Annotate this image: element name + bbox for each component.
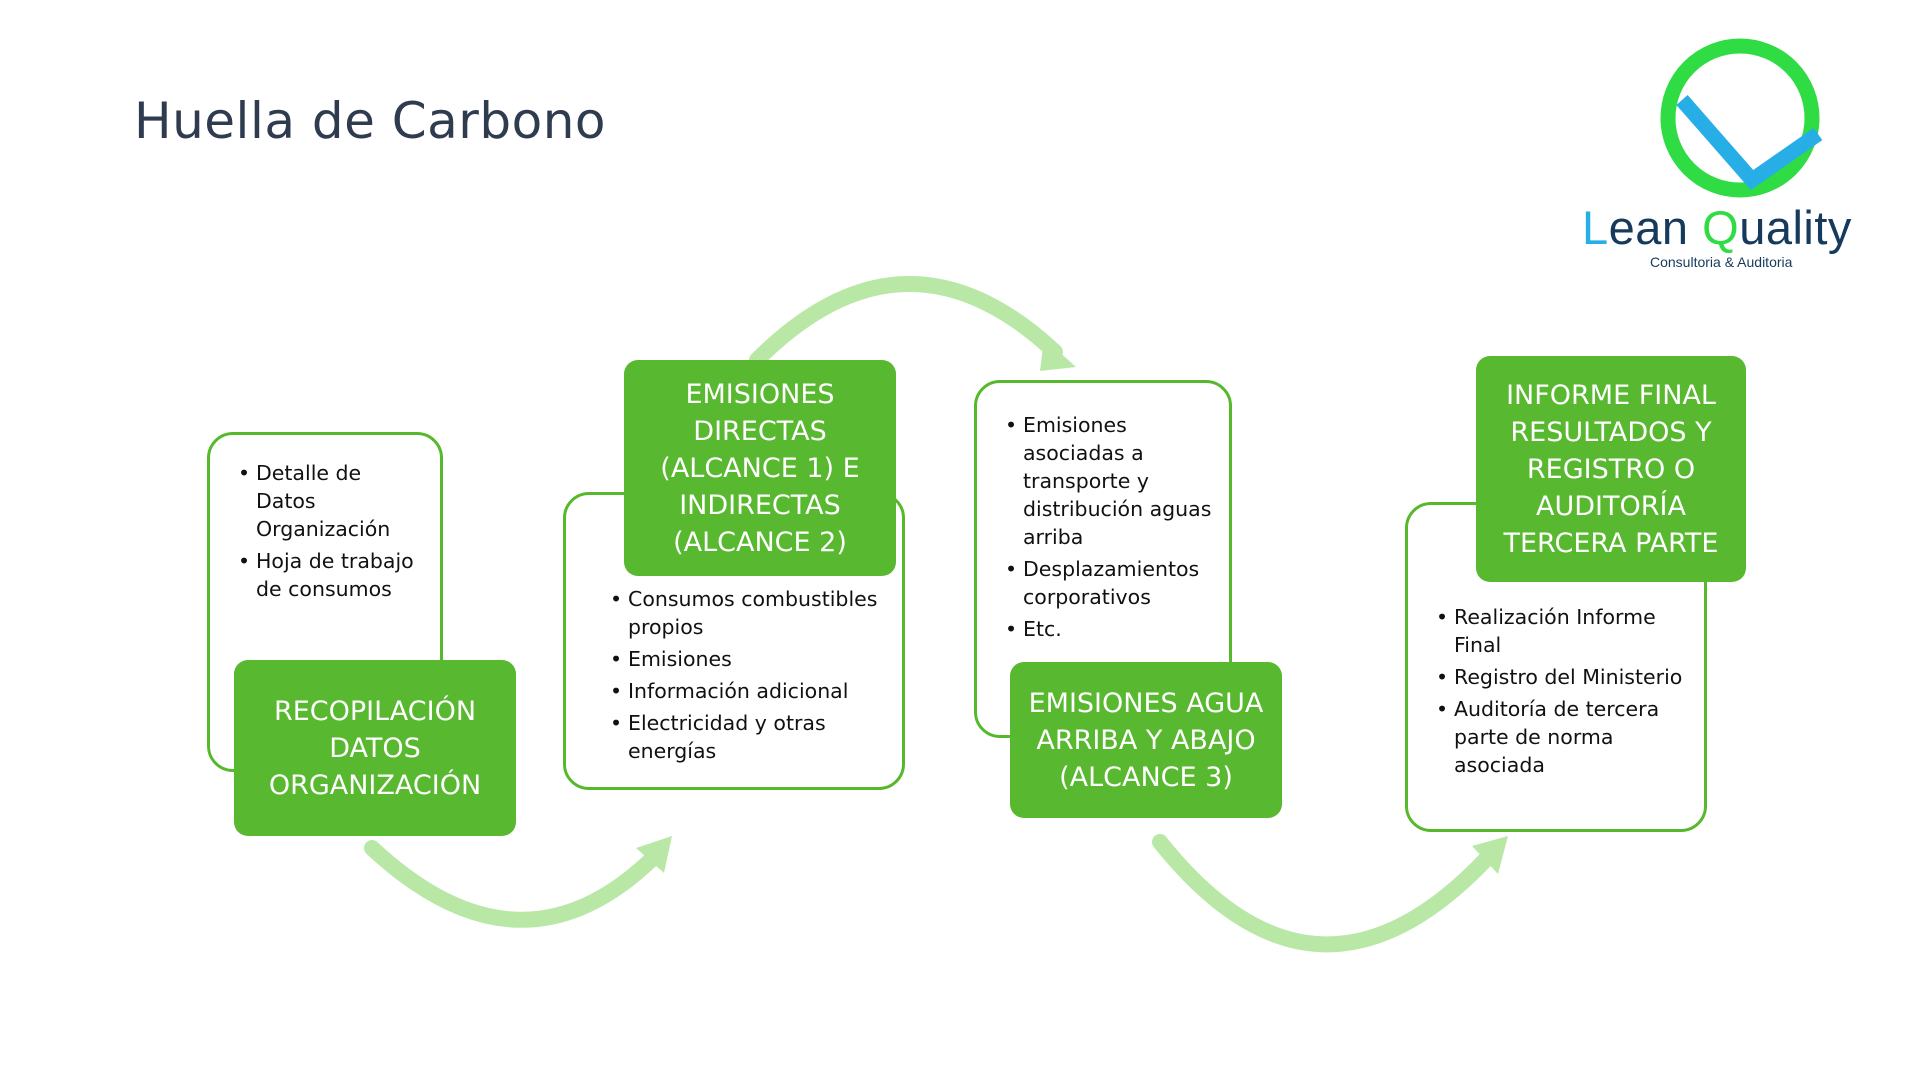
step3-heading-box: EMISIONES AGUA ARRIBA Y ABAJO (ALCANCE 3… <box>1010 662 1282 818</box>
step3-bullet: Emisiones asociadas a transporte y distr… <box>1005 411 1219 551</box>
step1-heading: RECOPILACIÓN DATOS ORGANIZACIÓN <box>268 695 482 801</box>
step1-bullet-list: Detalle de Datos Organización Hoja de tr… <box>238 459 424 603</box>
step2-heading: EMISIONES DIRECTAS (ALCANCE 1) E INDIREC… <box>660 378 860 558</box>
step4-bullet-list: Realización Informe Final Registro del M… <box>1436 603 1694 779</box>
step2-heading-box: EMISIONES DIRECTAS (ALCANCE 1) E INDIREC… <box>624 360 896 576</box>
step4-bullet: Realización Informe Final <box>1436 603 1694 659</box>
step3-bullet-list: Emisiones asociadas a transporte y distr… <box>1005 411 1219 643</box>
arrow-step2-to-step3 <box>749 276 1063 368</box>
step1-heading-box: RECOPILACIÓN DATOS ORGANIZACIÓN <box>234 660 516 836</box>
step3-heading: EMISIONES AGUA ARRIBA Y ABAJO (ALCANCE 3… <box>1028 687 1264 793</box>
step1-bullet: Hoja de trabajo de consumos <box>238 547 424 603</box>
arrowhead-2 <box>1040 338 1076 371</box>
arrowhead-3 <box>1472 836 1508 874</box>
step1-bullet: Detalle de Datos Organización <box>238 459 424 543</box>
arrowhead-1 <box>636 836 672 873</box>
step3-bullet: Etc. <box>1005 615 1219 643</box>
step4-heading: INFORME FINAL RESULTADOS Y REGISTRO O AU… <box>1503 379 1719 559</box>
step4-bullet: Registro del Ministerio <box>1436 663 1694 691</box>
step3-bullet: Desplazamientos corporativos <box>1005 555 1219 611</box>
step2-bullet: Información adicional <box>610 677 886 705</box>
step2-bullet: Electricidad y otras energías <box>610 709 886 765</box>
step4-heading-box: INFORME FINAL RESULTADOS Y REGISTRO O AU… <box>1476 356 1746 582</box>
arrow-step1-to-step2 <box>364 840 664 928</box>
lean-quality-logo <box>1660 38 1823 198</box>
logo-wordmark: Lean Quality <box>1582 201 1852 254</box>
page-title: Huella de Carbono <box>134 92 606 150</box>
arrow-step3-to-step4 <box>1152 834 1498 953</box>
logo-subtitle: Consultoria & Auditoria <box>1650 254 1793 270</box>
step2-bullet-list: Consumos combustibles propios Emisiones … <box>610 585 886 765</box>
step2-bullet: Consumos combustibles propios <box>610 585 886 641</box>
step4-bullet: Auditoría de tercera parte de norma asoc… <box>1436 695 1694 779</box>
step2-bullet: Emisiones <box>610 645 886 673</box>
